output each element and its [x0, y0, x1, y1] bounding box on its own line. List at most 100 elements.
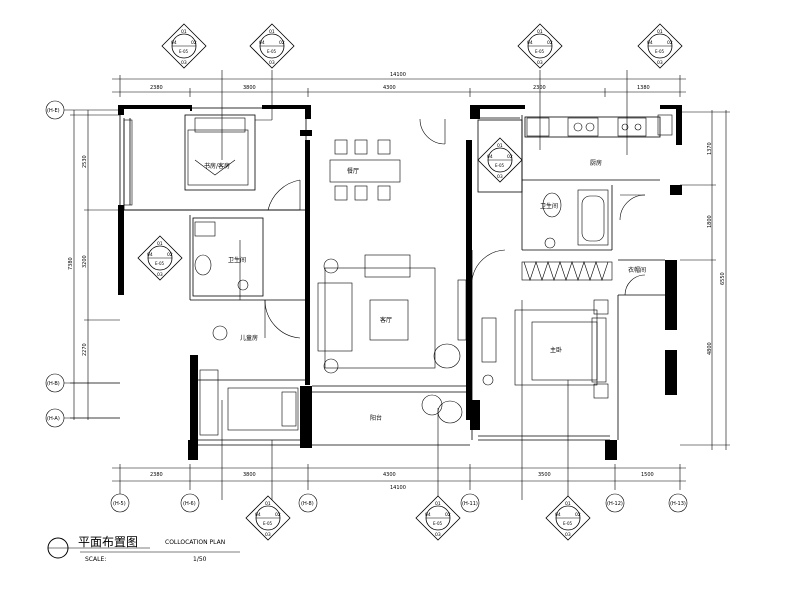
index-sheet: E-05	[267, 49, 277, 54]
walls	[118, 105, 682, 460]
index-code: 04	[555, 512, 561, 518]
index-sheet: E-05	[155, 261, 165, 266]
bottom-dim-4: 3500	[538, 472, 551, 478]
axis-bottom-3: (H-8)	[301, 501, 314, 507]
axis-bottom-4: (H-11)	[462, 501, 478, 507]
index-code: 03	[157, 272, 163, 278]
top-dim-3: 4300	[383, 85, 396, 91]
index-code: 02	[275, 512, 281, 518]
index-sheet: E-05	[655, 49, 665, 54]
index-code: 03	[565, 532, 571, 538]
room-label-dining: 餐厅	[347, 167, 359, 175]
room-label-bath2: 卫生间	[540, 202, 558, 210]
leader-lines	[221, 70, 628, 500]
index-code: 04	[487, 154, 493, 160]
index-symbols: 01020304E-0501020304E-0501020304E-050102…	[137, 23, 683, 541]
index-sheet: E-05	[495, 163, 505, 168]
drawing-title: 平面布置图	[78, 535, 138, 549]
top-dim-5: 1380	[637, 85, 650, 91]
index-code: 01	[497, 143, 503, 149]
top-dimensions	[112, 75, 686, 97]
top-dim-total: 14100	[390, 72, 406, 78]
title-block	[47, 537, 240, 559]
bottom-dimensions	[112, 464, 686, 490]
bottom-dim-2: 3800	[243, 472, 256, 478]
right-dim-total: 6550	[720, 272, 726, 285]
index-sheet: E-05	[263, 521, 273, 526]
index-code: 04	[147, 252, 153, 258]
index-symbol: 01 02 03 04E-05	[545, 495, 591, 541]
index-symbol: 01 02 03 04E-05	[517, 23, 563, 69]
axis-bottom-2: (H-6)	[183, 501, 196, 507]
room-label-child: 儿童房	[240, 334, 258, 342]
index-code: 01	[157, 241, 163, 247]
bottom-dim-1: 2380	[150, 472, 163, 478]
index-code: 02	[547, 40, 553, 46]
furniture	[123, 114, 673, 436]
index-code: 03	[181, 60, 187, 66]
index-code: 02	[667, 40, 673, 46]
room-label-study: 书房/客房	[204, 162, 230, 170]
top-dim-1: 2380	[150, 85, 163, 91]
index-sheet: E-05	[535, 49, 545, 54]
index-code: 02	[575, 512, 581, 518]
index-code: 01	[657, 29, 663, 35]
index-code: 02	[167, 252, 173, 258]
grid-axes-bottom	[110, 490, 688, 513]
right-dim-3: 4800	[707, 342, 713, 355]
index-code: 01	[269, 29, 275, 35]
top-dim-4: 2300	[533, 85, 546, 91]
left-dimensions	[70, 110, 120, 420]
index-sheet: E-05	[433, 521, 443, 526]
index-sheet: E-05	[179, 49, 189, 54]
index-code: 04	[255, 512, 261, 518]
index-code: 01	[181, 29, 187, 35]
index-code: 02	[445, 512, 451, 518]
right-dim-1: 1370	[707, 142, 713, 155]
index-symbol: 01 02 03 04E-05	[137, 235, 183, 281]
room-label-cloak: 衣帽间	[628, 266, 646, 274]
room-label-kitchen: 厨房	[590, 159, 602, 167]
axis-bottom-1: (H-5)	[113, 501, 126, 507]
left-dim-3: 2270	[82, 343, 88, 356]
index-code: 01	[265, 501, 271, 507]
grid-axes-left	[45, 100, 120, 428]
index-code: 03	[269, 60, 275, 66]
index-symbol: 01 02 03 04E-05	[161, 23, 207, 69]
index-code: 02	[507, 154, 513, 160]
index-code: 01	[537, 29, 543, 35]
index-code: 03	[435, 532, 441, 538]
index-code: 03	[265, 532, 271, 538]
bottom-dim-3: 4300	[383, 472, 396, 478]
axis-bottom-6: (H-13)	[670, 501, 686, 507]
left-dim-2: 3200	[82, 255, 88, 268]
wall-outlines	[119, 107, 665, 446]
doors	[264, 118, 646, 339]
room-label-master: 主卧	[550, 346, 562, 354]
index-code: 04	[171, 40, 177, 46]
index-code: 04	[527, 40, 533, 46]
index-code: 01	[435, 501, 441, 507]
bottom-dim-total: 14100	[390, 485, 406, 491]
index-code: 03	[537, 60, 543, 66]
axis-left-2: (H-B)	[47, 381, 60, 387]
index-code: 03	[497, 174, 503, 180]
axis-left-1: (H-E)	[47, 108, 60, 114]
index-code: 02	[279, 40, 285, 46]
bottom-dim-5: 1500	[641, 472, 654, 478]
top-dim-2: 3800	[243, 85, 256, 91]
index-code: 01	[565, 501, 571, 507]
index-symbol: 01 02 03 04E-05	[245, 495, 291, 541]
index-code: 02	[191, 40, 197, 46]
index-symbol: 01 02 03 04E-05	[477, 137, 523, 183]
axis-left-3: (H-A)	[47, 416, 60, 422]
index-sheet: E-05	[563, 521, 573, 526]
room-label-balcony: 阳台	[370, 414, 382, 422]
room-label-bath1: 卫生间	[228, 256, 246, 264]
scale-value: 1/50	[193, 556, 207, 563]
scale-label: SCALE:	[85, 556, 106, 563]
right-dim-2: 1800	[707, 215, 713, 228]
